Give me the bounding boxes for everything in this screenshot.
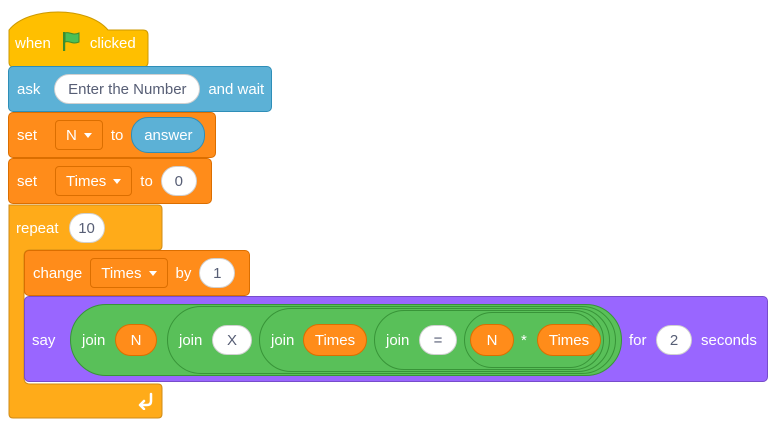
variable-name: N bbox=[66, 126, 77, 144]
variable-times-reporter[interactable]: Times bbox=[303, 324, 367, 356]
change-label: change bbox=[33, 264, 83, 282]
chevron-down-icon bbox=[83, 132, 92, 138]
repeat-label: repeat bbox=[16, 219, 59, 237]
set-label: set bbox=[17, 172, 38, 190]
and-wait-label: and wait bbox=[208, 80, 265, 98]
set-times-value-input[interactable]: 0 bbox=[160, 166, 197, 196]
for-label: for bbox=[629, 332, 647, 349]
ask-label: ask bbox=[17, 80, 41, 98]
repeat-count-input[interactable]: 10 bbox=[68, 213, 105, 243]
hat-content: when clicked bbox=[15, 30, 136, 56]
equals-text-input[interactable]: = bbox=[419, 325, 457, 355]
chevron-down-icon bbox=[113, 178, 122, 184]
join-label-3: join bbox=[271, 332, 295, 349]
seconds-input[interactable]: 2 bbox=[656, 325, 692, 355]
join-label-1: join bbox=[82, 332, 106, 349]
variable-dropdown-times[interactable]: Times bbox=[90, 258, 168, 288]
variable-n-reporter[interactable]: N bbox=[470, 324, 514, 356]
variable-name: Times bbox=[101, 264, 142, 282]
say-label: say bbox=[32, 332, 56, 349]
set-n-block[interactable]: set N to answer bbox=[8, 112, 216, 158]
join-label-2: join bbox=[179, 332, 203, 349]
repeat-header: repeat 10 bbox=[16, 213, 105, 243]
variable-dropdown-times[interactable]: Times bbox=[55, 166, 133, 196]
variable-n-reporter[interactable]: N bbox=[115, 324, 157, 356]
multiply-operator: * bbox=[521, 332, 527, 349]
chevron-down-icon bbox=[148, 270, 157, 276]
change-times-block[interactable]: change Times by 1 bbox=[24, 250, 250, 296]
ask-prompt-input[interactable]: Enter the Number bbox=[54, 74, 201, 104]
seconds-label: seconds bbox=[701, 332, 757, 349]
variable-times-reporter[interactable]: Times bbox=[537, 324, 601, 356]
set-label: set bbox=[17, 126, 38, 144]
change-value-input[interactable]: 1 bbox=[199, 258, 236, 288]
to-label: to bbox=[140, 172, 153, 190]
set-times-block[interactable]: set Times to 0 bbox=[8, 158, 212, 204]
by-label: by bbox=[175, 264, 192, 282]
to-label: to bbox=[110, 126, 124, 144]
x-text-input[interactable]: X bbox=[212, 325, 252, 355]
ask-block[interactable]: ask Enter the Number and wait bbox=[8, 66, 272, 112]
join-label-4: join bbox=[386, 332, 410, 349]
loop-arrow-icon bbox=[136, 390, 156, 415]
green-flag-icon bbox=[60, 30, 82, 56]
variable-name: Times bbox=[66, 172, 107, 190]
when-label: when bbox=[15, 34, 51, 52]
clicked-label: clicked bbox=[89, 34, 136, 52]
variable-dropdown-n[interactable]: N bbox=[55, 120, 103, 150]
answer-reporter[interactable]: answer bbox=[131, 117, 206, 153]
